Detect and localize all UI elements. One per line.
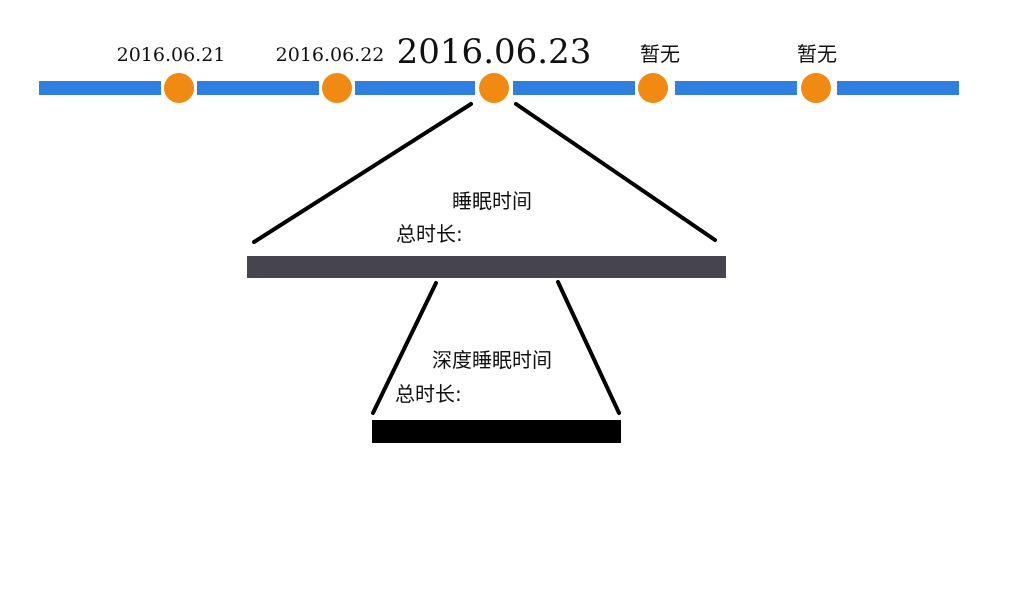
date-label-1: 2016.06.21 — [116, 44, 226, 66]
timeline-segment — [197, 81, 319, 95]
deep-connector-right — [556, 280, 621, 415]
timeline-segment — [513, 81, 635, 95]
date-label-5: 暂无 — [797, 42, 837, 66]
sleep-connector-right — [514, 102, 717, 242]
timeline-node-3-selected[interactable] — [479, 73, 509, 103]
deep-connector-left — [371, 281, 438, 415]
timeline-segment — [675, 81, 797, 95]
sleep-total-label: 总时长: — [396, 222, 463, 246]
deep-sleep-bar — [372, 420, 621, 443]
timeline-segment — [39, 81, 161, 95]
date-label-4: 暂无 — [640, 42, 680, 66]
timeline-node-1[interactable] — [164, 73, 194, 103]
timeline-node-4[interactable] — [638, 73, 668, 103]
timeline-node-2[interactable] — [322, 73, 352, 103]
date-label-selected: 2016.06.23 — [396, 32, 592, 72]
timeline-node-5[interactable] — [801, 73, 831, 103]
sleep-title: 睡眠时间 — [452, 189, 532, 213]
timeline-segment — [355, 81, 475, 95]
deep-sleep-total-label: 总时长: — [395, 382, 462, 406]
date-label-2: 2016.06.22 — [275, 44, 385, 66]
deep-sleep-title: 深度睡眠时间 — [432, 348, 552, 372]
timeline-segment — [837, 81, 959, 95]
sleep-bar — [247, 256, 726, 278]
sleep-connector-left — [252, 102, 473, 244]
